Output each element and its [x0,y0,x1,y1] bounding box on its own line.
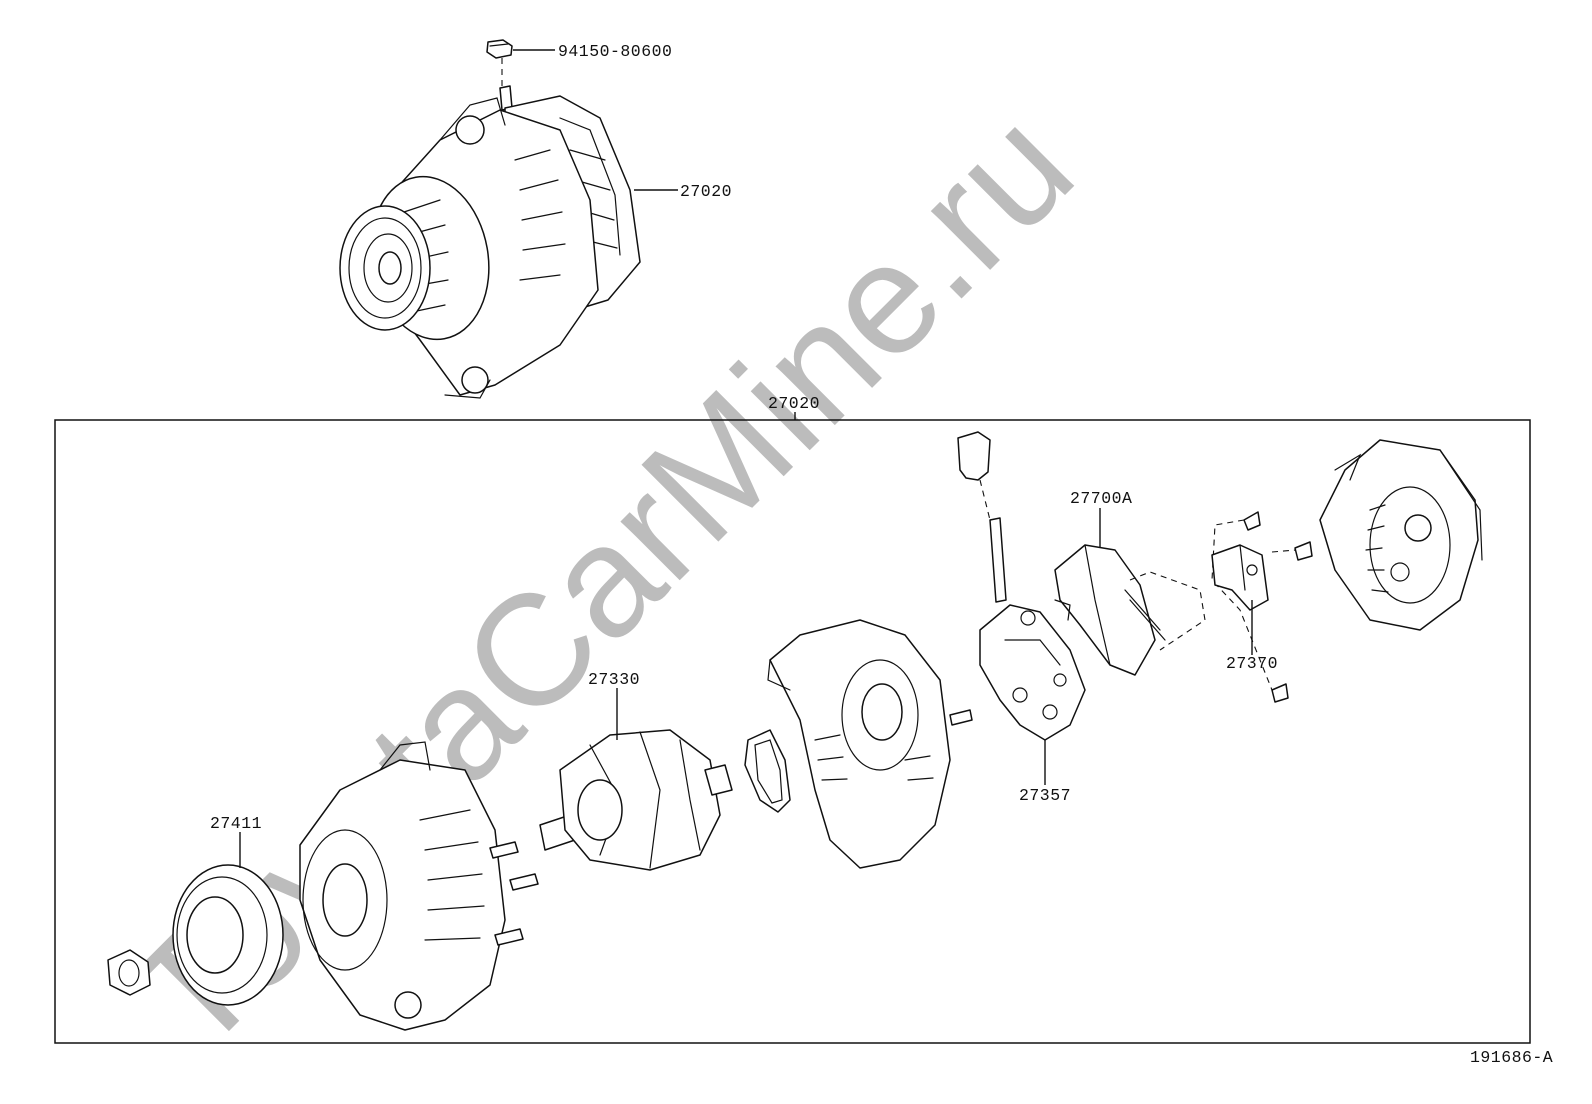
callout-27020-frame: 27020 [768,394,820,413]
callout-27370: 27370 [1226,654,1278,673]
alternator-assembly-drawing [339,39,678,399]
rectifier [957,431,1086,785]
rotor [539,688,733,871]
exploded-view-frame [54,419,1531,1044]
callout-27411: 27411 [210,814,262,833]
pulley-nut [107,949,151,996]
pulley [172,832,284,1006]
callout-94150-80600: 94150-80600 [558,42,672,61]
callout-27700A: 27700A [1070,489,1132,508]
brush-holder [1211,511,1313,703]
regulator [1054,508,1206,676]
callout-27357: 27357 [1019,786,1071,805]
callout-27020-assembly: 27020 [680,182,732,201]
rear-frame [767,619,973,869]
front-housing [299,741,539,1031]
rear-end-cover [1319,439,1483,631]
spacer-ring [744,729,791,813]
diagram-code: 191686-A [1470,1048,1553,1067]
callout-27330: 27330 [588,670,640,689]
